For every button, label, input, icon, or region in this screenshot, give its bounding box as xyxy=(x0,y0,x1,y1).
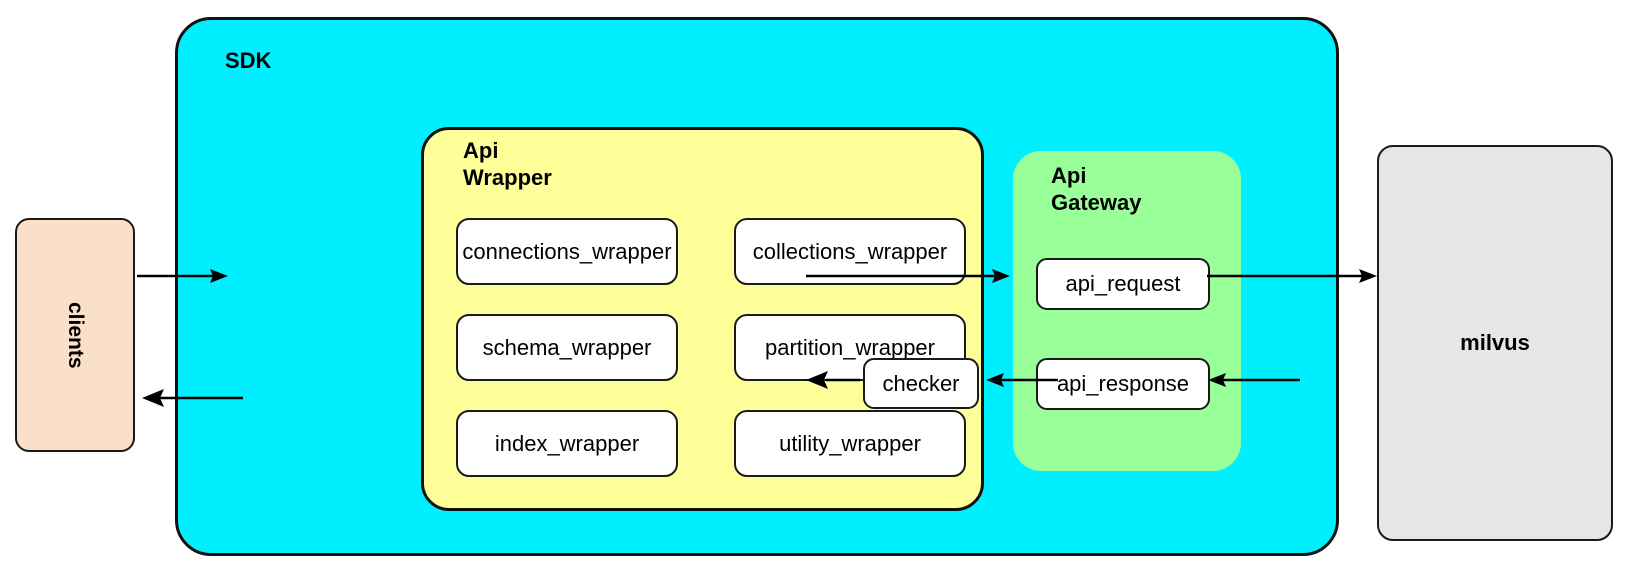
api-wrapper-label: Api Wrapper xyxy=(463,138,552,190)
collections-wrapper-node[interactable]: collections_wrapper xyxy=(734,218,966,285)
api-gateway-container[interactable]: Api Gateway api_request api_response xyxy=(1013,151,1241,471)
connections-wrapper-node[interactable]: connections_wrapper xyxy=(456,218,678,285)
schema-wrapper-node[interactable]: schema_wrapper xyxy=(456,314,678,381)
api-wrapper-container[interactable]: Api Wrapper connections_wrapper collecti… xyxy=(421,127,984,511)
api-gateway-label: Api Gateway xyxy=(1051,163,1142,215)
index-wrapper-node[interactable]: index_wrapper xyxy=(456,410,678,477)
utility-wrapper-node[interactable]: utility_wrapper xyxy=(734,410,966,477)
milvus-node[interactable]: milvus xyxy=(1377,145,1613,541)
clients-label: clients xyxy=(64,301,87,369)
sdk-label: SDK xyxy=(225,48,272,73)
checker-node[interactable]: checker xyxy=(863,358,979,409)
api-request-node[interactable]: api_request xyxy=(1036,258,1210,310)
partition-wrapper-node[interactable]: partition_wrapper xyxy=(734,314,966,381)
clients-node[interactable]: clients xyxy=(15,218,135,452)
sdk-container[interactable]: SDK Api Wrapper connections_wrapper coll… xyxy=(175,17,1339,556)
api-response-node[interactable]: api_response xyxy=(1036,358,1210,410)
